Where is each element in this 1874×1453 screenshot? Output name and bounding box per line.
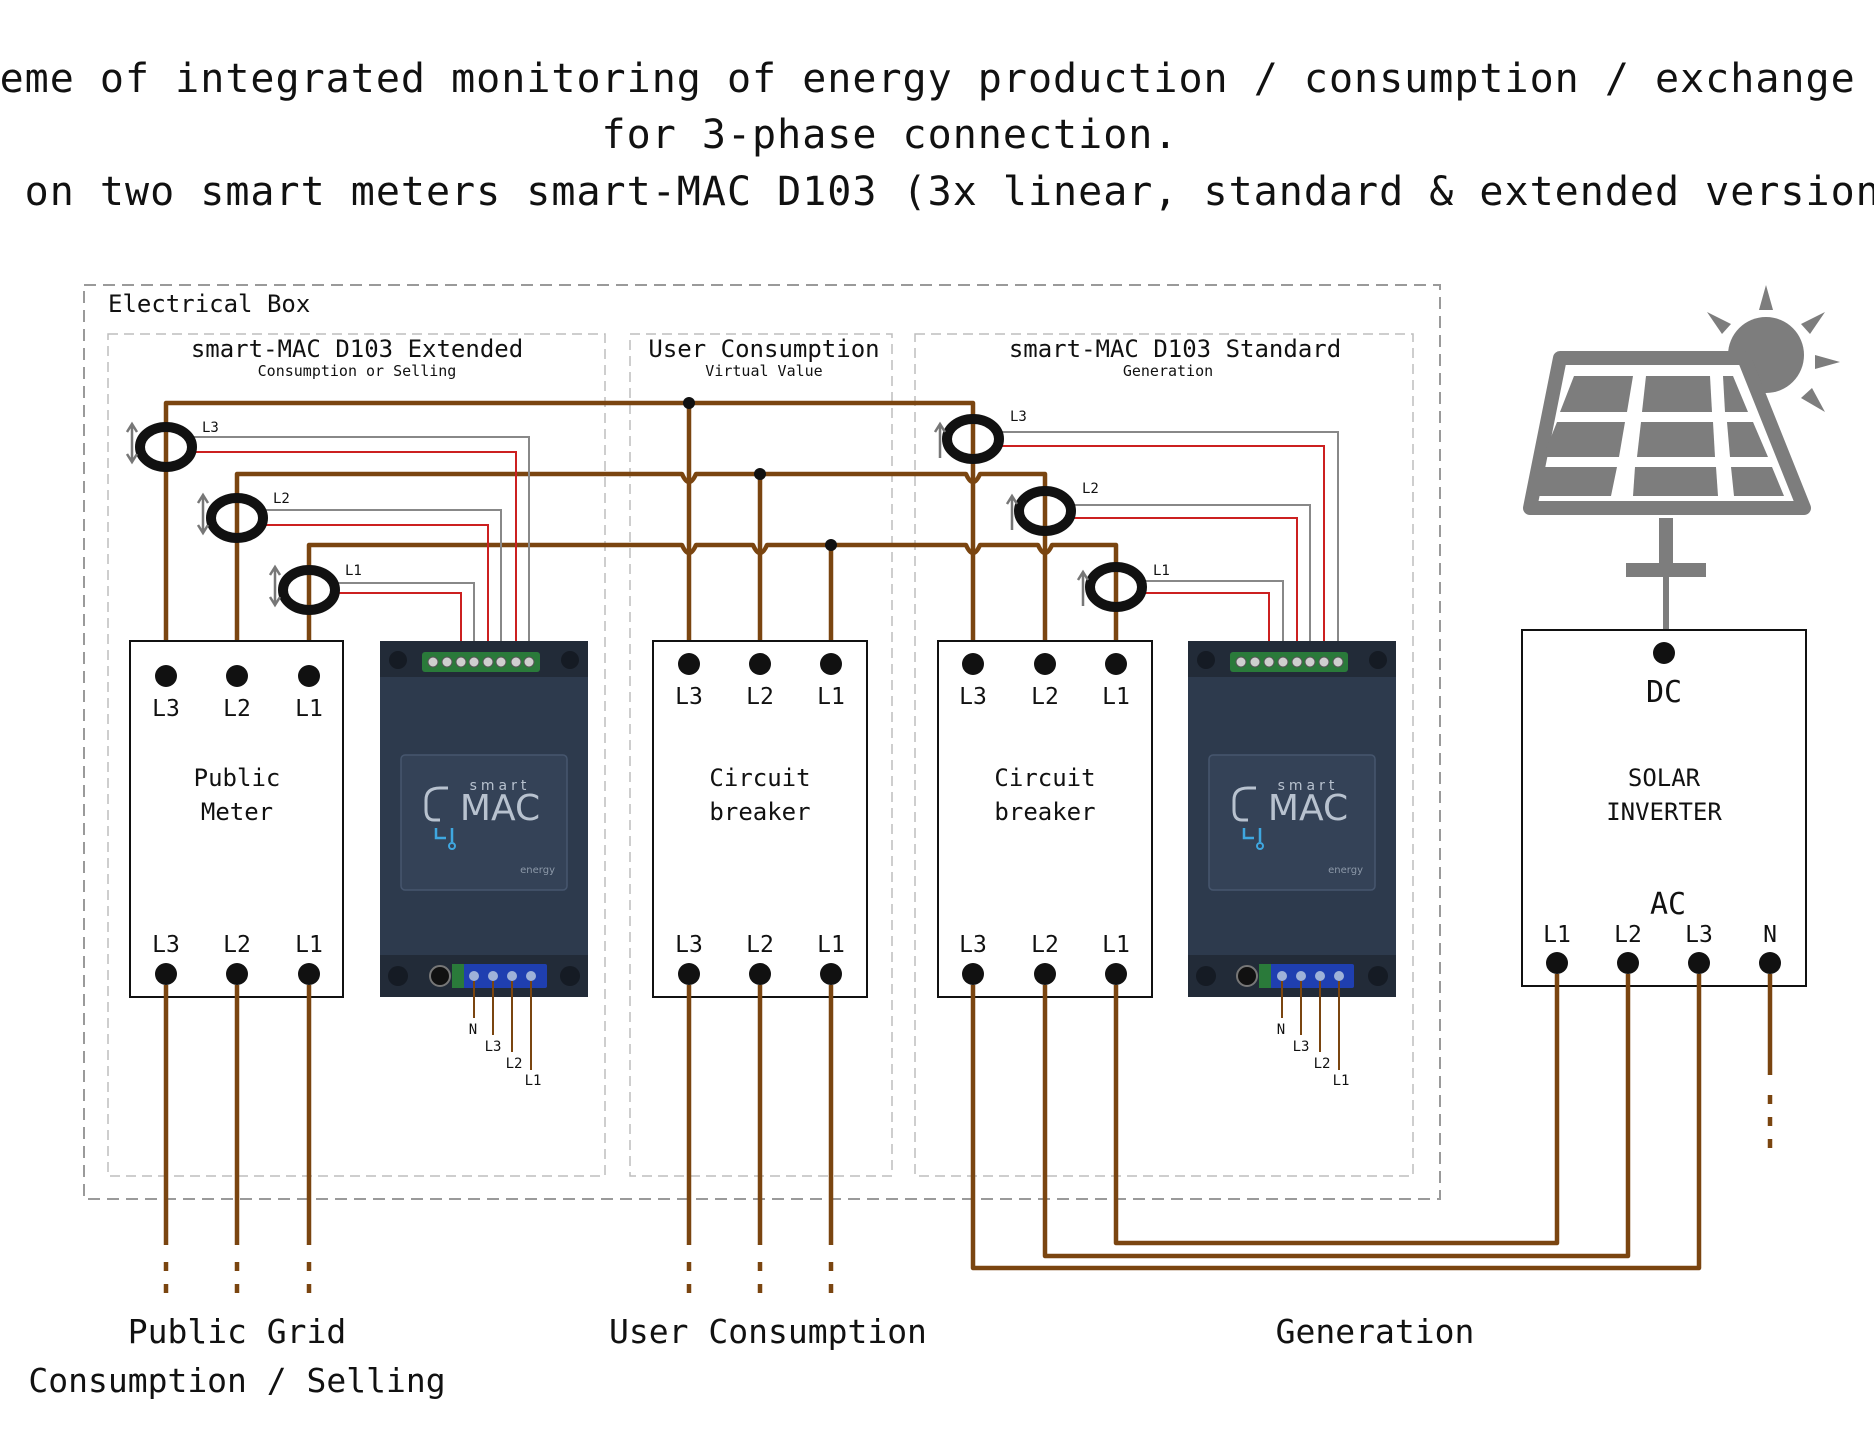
device-brand_small-label: smart	[470, 778, 531, 794]
phases-l2-label: L2	[1031, 684, 1059, 710]
section-extended-title: smart-MAC D103 Extended	[191, 335, 523, 363]
device-brand_tag-label: energy	[520, 865, 555, 876]
title-line-2: for 3-phase connection.	[602, 112, 1179, 158]
phases-l1-label: L1	[1333, 1073, 1350, 1089]
phases-l2-label: L2	[506, 1056, 523, 1072]
bottom-label-grid-2: Consumption / Selling	[28, 1361, 445, 1400]
section-extended-subtitle: Consumption or Selling	[258, 362, 457, 380]
phases-l2-label: L2	[1082, 481, 1099, 497]
section-standard-frame	[914, 333, 1414, 1177]
phases-l1-label: L1	[817, 684, 845, 710]
phases-l3-label: L3	[152, 696, 180, 722]
ct-standard-l2: L2	[1005, 481, 1099, 536]
bottom-label-generation: Generation	[1276, 1312, 1475, 1351]
section-user-subtitle: Virtual Value	[705, 362, 822, 380]
phases-l3-label: L3	[675, 684, 703, 710]
smartmac-device-extended: smart MAC energy N L3 L2 L1	[380, 641, 588, 1089]
phases-l2-label: L2	[1314, 1056, 1331, 1072]
ct-wires-extended	[192, 436, 530, 665]
phases-l1-label: L1	[295, 696, 323, 722]
section-extended-frame	[107, 333, 606, 1177]
phases-l3-label: L3	[959, 932, 987, 958]
smartmac-device-standard: smart MAC energy N L3 L2 L1	[1188, 641, 1396, 1089]
ct-standard-l1: L1	[1076, 562, 1170, 612]
ct-wires-standard	[1000, 431, 1339, 665]
phases-l2-label: L2	[273, 491, 290, 507]
bus-junction-dots	[683, 397, 837, 551]
device-brand_big-label: MAC	[460, 788, 540, 829]
phase-bus-wires	[163, 400, 1119, 664]
phases-l3-label: L3	[1685, 922, 1713, 948]
phases-l1-label: L1	[1102, 684, 1130, 710]
circuit_breaker-line2-label: breaker	[994, 798, 1095, 826]
phases-l1-label: L1	[1543, 922, 1571, 948]
inverter-dc-label: DC	[1646, 675, 1682, 710]
phases-l3-label: L3	[959, 684, 987, 710]
ct-extended-l2: L2	[196, 491, 290, 543]
bottom-label-user: User Consumption	[609, 1312, 927, 1351]
bottom-label-grid: Public Grid	[128, 1312, 347, 1351]
phases-n-label: N	[1763, 922, 1777, 948]
solar-panel-icon	[1523, 285, 1840, 647]
device-brand_big-label: MAC	[1268, 788, 1348, 829]
phases-l2-label: L2	[746, 932, 774, 958]
phases-l1-label: L1	[525, 1073, 542, 1089]
circuit-breaker-user: L3 L2 L1 Circuit breaker L3 L2 L1	[652, 640, 868, 998]
circuit_breaker-line1-label: Circuit	[709, 764, 810, 792]
phases-l3-label: L3	[202, 420, 219, 436]
phases-l1-label: L1	[295, 932, 323, 958]
phases-l3-label: L3	[675, 932, 703, 958]
phases-l2-label: L2	[746, 684, 774, 710]
phases-l2-label: L2	[223, 932, 251, 958]
section-standard-title: smart-MAC D103 Standard	[1009, 335, 1341, 363]
phases-n-label: N	[469, 1022, 477, 1038]
circuit-breaker-generation: L3 L2 L1 Circuit breaker L3 L2 L1	[937, 640, 1153, 998]
phases-l2-label: L2	[1031, 932, 1059, 958]
phases-l3-label: L3	[1010, 409, 1027, 425]
phases-l3-label: L3	[152, 932, 180, 958]
phases-l3-label: L3	[485, 1039, 502, 1055]
public-meter-label-2: Meter	[201, 798, 273, 826]
phases-l3-label: L3	[1293, 1039, 1310, 1055]
phases-l2-label: L2	[223, 696, 251, 722]
ct-extended-l1: L1	[268, 563, 362, 615]
solar-inverter: DC SOLAR INVERTER AC L1 L2 L3 N	[1521, 629, 1807, 987]
electrical-box-label: Electrical Box	[108, 290, 310, 318]
ct-standard-l3: L3	[933, 409, 1027, 464]
public-meter-label-1: Public	[194, 764, 281, 792]
title-line-1: Scheme of integrated monitoring of energ…	[0, 56, 1856, 102]
inverter-ac-label: AC	[1650, 887, 1686, 922]
phases-l2-label: L2	[1614, 922, 1642, 948]
phases-l1-label: L1	[817, 932, 845, 958]
circuit_breaker-line2-label: breaker	[709, 798, 810, 826]
title-line-3: Based on two smart meters smart-MAC D103…	[0, 169, 1874, 215]
device-brand_small-label: smart	[1278, 778, 1339, 794]
public-meter: L3 L2 L1 Public Meter L3 L2 L1	[129, 640, 344, 998]
section-standard-subtitle: Generation	[1123, 362, 1213, 380]
ct-extended-l3: L3	[125, 420, 219, 472]
phases-l1-label: L1	[1153, 563, 1170, 579]
section-user-title: User Consumption	[648, 335, 879, 363]
device-brand_tag-label: energy	[1328, 865, 1363, 876]
inverter-line2-label: INVERTER	[1606, 798, 1722, 826]
phases-l1-label: L1	[1102, 932, 1130, 958]
inverter-line1-label: SOLAR	[1628, 764, 1701, 792]
phases-n-label: N	[1277, 1022, 1285, 1038]
circuit_breaker-line1-label: Circuit	[994, 764, 1095, 792]
lower-wires	[163, 974, 1773, 1300]
phases-l1-label: L1	[345, 563, 362, 579]
